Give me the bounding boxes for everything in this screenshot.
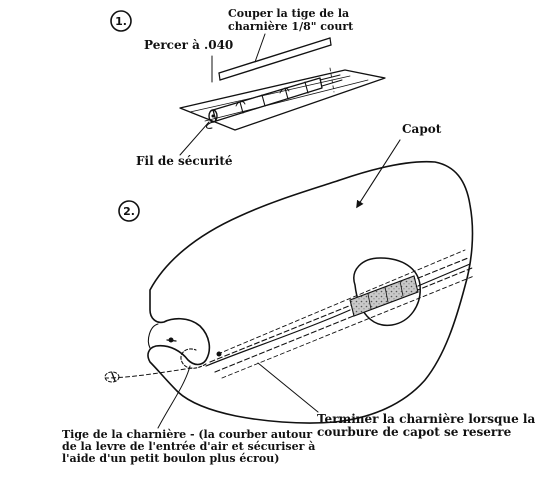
step-2-badge: 2. xyxy=(118,200,140,222)
cut-hinge-rod xyxy=(218,37,332,81)
installed-hinge xyxy=(205,249,475,379)
fil-label: Fil de sécurité xyxy=(136,154,233,168)
couper-label-line1: Couper la tige de la xyxy=(228,7,349,20)
step-2-number: 2. xyxy=(123,205,135,218)
intake-lip xyxy=(147,323,159,349)
capot-arrow xyxy=(356,139,401,209)
rod-bend-and-bolt xyxy=(104,337,222,383)
tige-leader-line xyxy=(157,365,191,429)
couper-leader-line xyxy=(254,33,266,63)
percer-label: Percer à .040 xyxy=(144,38,233,52)
step-1-number: 1. xyxy=(115,15,127,28)
terminer-label-line2: courbure de capot se reserre xyxy=(317,425,512,439)
couper-label-line2: charnière 1/8" court xyxy=(228,20,354,33)
cowling-outline xyxy=(147,160,474,424)
terminer-label-line1: Terminer la charnière lorsque la xyxy=(317,412,535,426)
tige-label-line1: Tige de la charnière - (la courber autou… xyxy=(62,428,312,441)
fil-leader-line xyxy=(179,121,210,156)
step-1-badge: 1. xyxy=(110,10,132,32)
hinge-assembly xyxy=(179,67,386,131)
terminer-leader-line xyxy=(257,362,319,413)
tige-label-line2: de la levre de l'entrée d'air et sécuris… xyxy=(62,440,315,453)
tige-label-line3: l'aide d'un petit boulon plus écrou) xyxy=(62,452,279,465)
capot-label: Capot xyxy=(402,122,442,136)
